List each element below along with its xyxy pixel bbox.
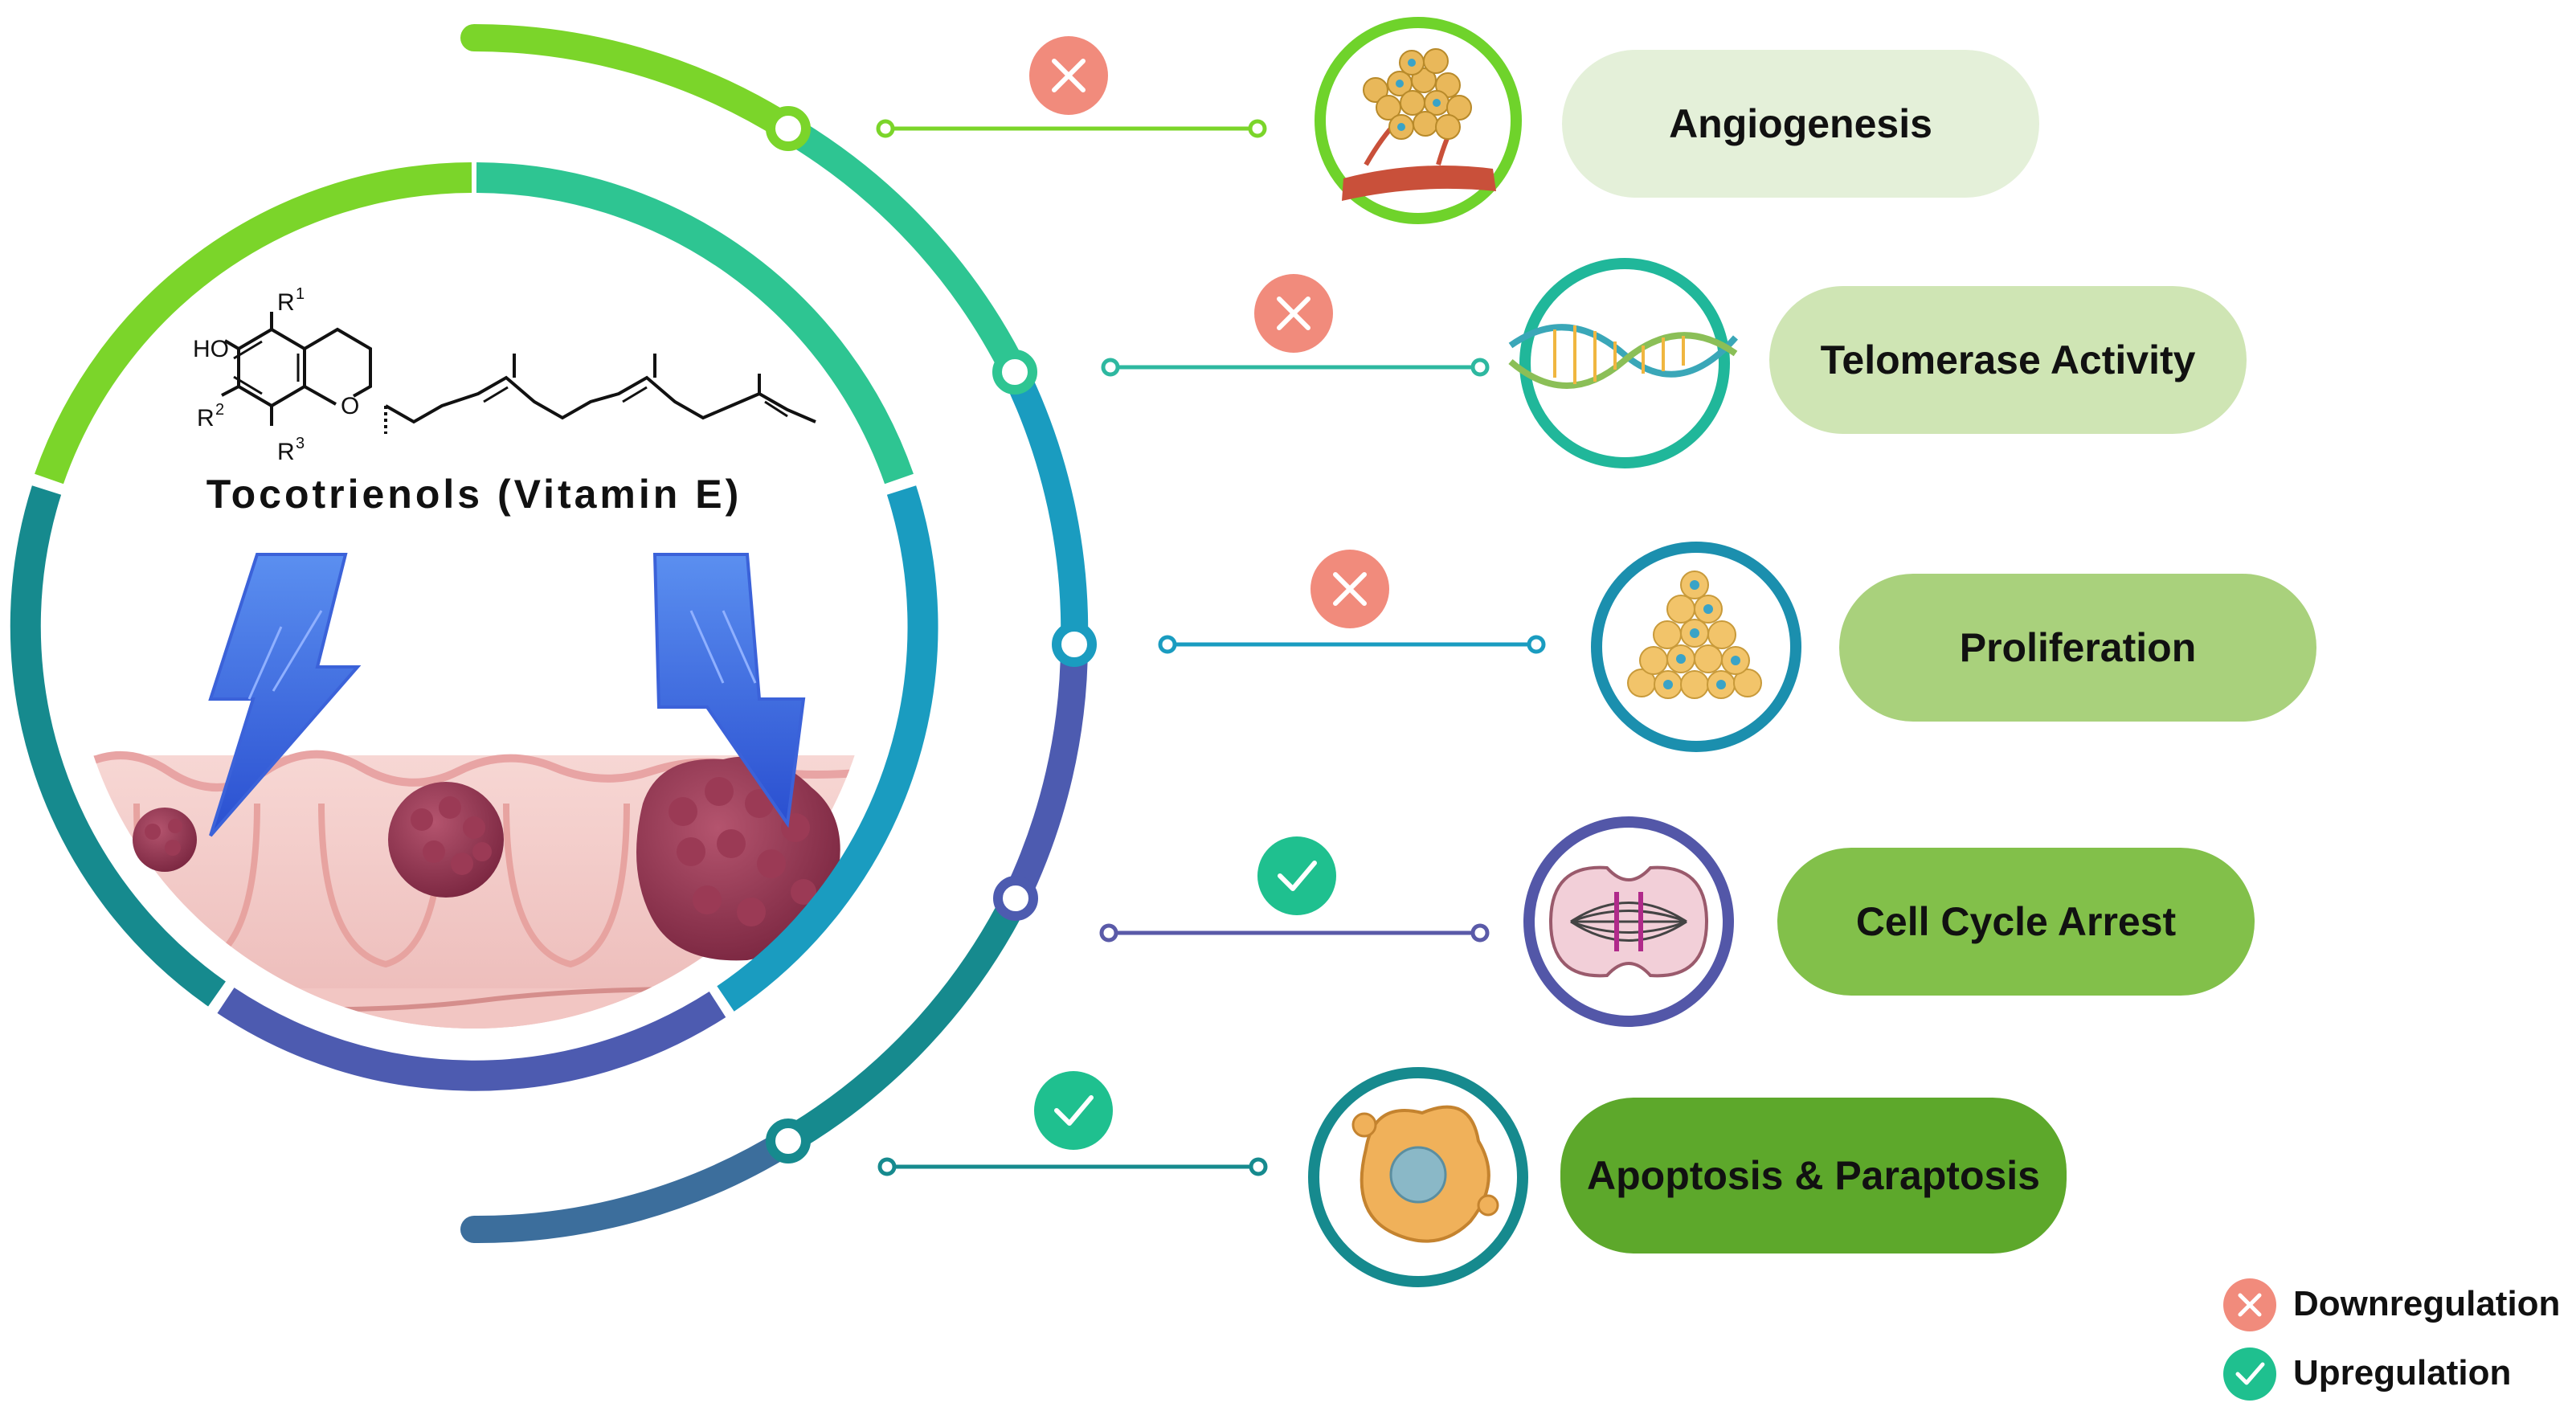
chemical-structure (221, 312, 816, 434)
blood-vessel-tumor-icon (1315, 17, 1522, 224)
dna-strand-icon (1508, 258, 1739, 468)
effect-label-apoptosis-paraptosis: Apoptosis & Paraptosis (1560, 1098, 2067, 1253)
tumor-small (133, 808, 197, 872)
arc-node-4 (993, 876, 1038, 921)
outer-arc (460, 24, 1089, 1244)
arc-node-3 (1052, 622, 1097, 667)
lightning-bolt-icon (652, 553, 806, 828)
label-o: O (341, 393, 359, 419)
regulation-marker-4 (1257, 836, 1336, 915)
cell-cluster-icon (1591, 542, 1801, 752)
label-r1: R (277, 289, 295, 316)
arc-node-2 (992, 350, 1037, 395)
regulation-marker-2 (1254, 274, 1333, 353)
legend-upregulation-icon (2223, 1348, 2276, 1401)
tissue-scene (72, 553, 876, 1029)
regulation-marker-5 (1034, 1071, 1113, 1150)
arc-node-5 (766, 1119, 811, 1163)
effect-label-telomerase-activity: Telomerase Activity (1769, 286, 2247, 434)
effect-label-proliferation: Proliferation (1839, 574, 2316, 722)
connector-5 (877, 1157, 1268, 1176)
regulation-marker-1 (1029, 36, 1108, 115)
lightning-bolt-icon (208, 553, 362, 837)
apoptotic-cell-icon (1308, 1067, 1528, 1287)
compound-name: Tocotrienols (Vitamin E) (206, 472, 742, 517)
connector-1 (876, 119, 1267, 138)
mitosis-spindle-icon (1523, 816, 1734, 1027)
connector-4 (1099, 923, 1490, 943)
label-r1-sup: 1 (296, 285, 305, 303)
label-ho: HO (193, 336, 229, 362)
connector-3 (1158, 635, 1546, 654)
effect-label-cell-cycle-arrest: Cell Cycle Arrest (1777, 848, 2255, 996)
legend-upregulation-label: Upregulation (2293, 1353, 2512, 1393)
legend-downregulation-label: Downregulation (2293, 1284, 2561, 1323)
tumor-medium (388, 782, 504, 898)
label-r2: R (197, 405, 215, 431)
regulation-marker-3 (1310, 550, 1389, 628)
inner-ring (10, 162, 938, 1091)
label-r3: R (277, 439, 295, 465)
connector-2 (1101, 358, 1490, 377)
legend-downregulation-icon (2223, 1278, 2276, 1331)
label-r3-sup: 3 (296, 435, 305, 452)
label-r2-sup: 2 (215, 401, 224, 419)
chemical-structure-labels: HO O R 1 R 2 R 3 (193, 285, 359, 465)
arc-node-1 (766, 106, 811, 151)
effect-label-angiogenesis: Angiogenesis (1562, 50, 2039, 198)
